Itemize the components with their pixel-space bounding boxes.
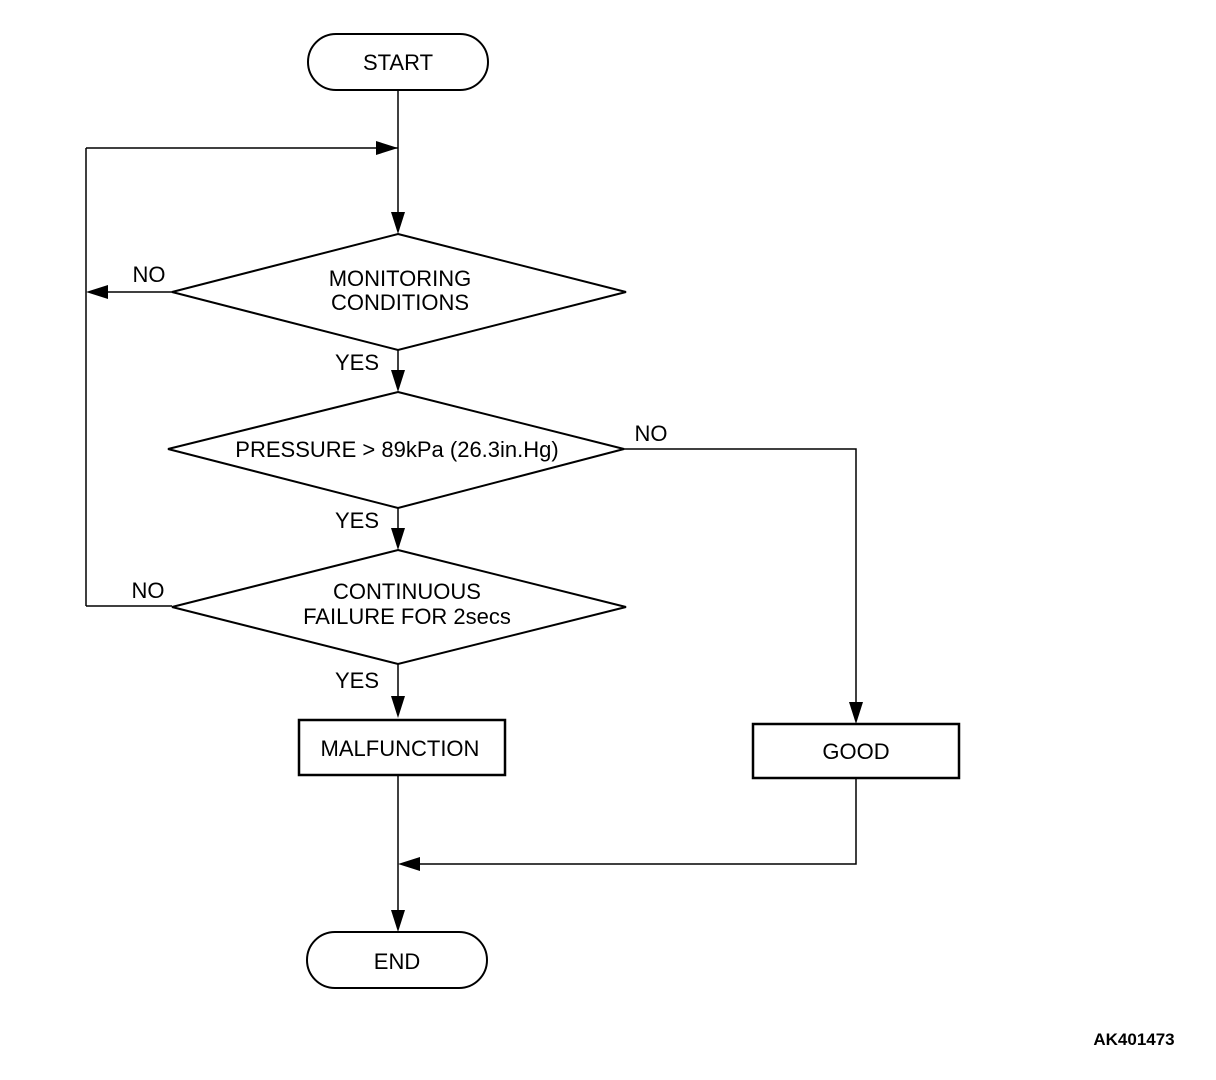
edge-label-pressure-yes: YES [335,508,379,533]
arrowhead-into-end [391,910,405,932]
edge-label-monitoring-yes: YES [335,350,379,375]
good-box [751,722,961,780]
malfunction-box [297,718,507,777]
pressure-label: PRESSURE > 89kPa (26.3in.Hg) [235,437,558,462]
arrowhead-monitoring-no [86,285,108,299]
monitoring-decision [171,232,627,352]
arrowhead-good-merge [398,857,420,871]
monitoring-label-line1: MONITORING [329,266,472,291]
arrowhead-into-malfunction [391,696,405,718]
connector-pressure-no [624,448,857,704]
edge-label-pressure-no: NO [635,421,668,446]
end-label: END [374,949,420,974]
continuous-label-line1: CONTINUOUS [333,579,481,604]
arrowhead-into-monitoring [391,212,405,234]
arrowhead-into-continuous [391,528,405,550]
malfunction-label: MALFUNCTION [321,736,480,761]
pressure-decision [167,390,625,510]
edge-label-monitoring-no: NO [133,262,166,287]
figure-code: AK401473 [1093,1030,1174,1049]
edge-label-continuous-no: NO [132,578,165,603]
continuous-label-line2: FAILURE FOR 2secs [303,604,511,629]
arrowhead-into-good [849,702,863,724]
continuous-decision [171,548,627,666]
start-label: START [363,50,433,75]
connector-good-to-merge [420,778,857,865]
arrowhead-loop-merge [376,141,398,155]
monitoring-label-line2: CONDITIONS [331,290,469,315]
good-label: GOOD [822,739,889,764]
end-terminal [306,931,488,989]
arrowhead-into-pressure [391,370,405,392]
start-terminal [307,33,489,91]
edge-label-continuous-yes: YES [335,668,379,693]
